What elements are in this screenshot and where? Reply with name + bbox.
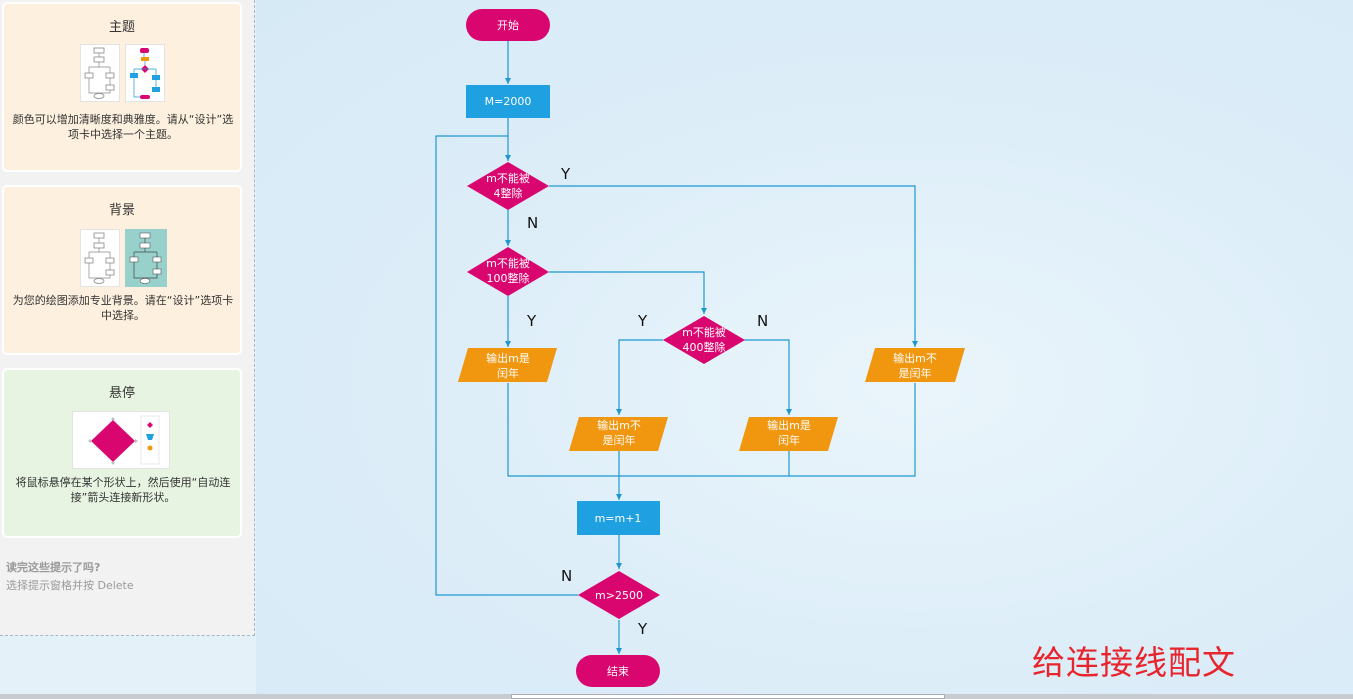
output-leap-1[interactable] xyxy=(458,348,557,382)
output-leap-2[interactable] xyxy=(739,417,838,451)
tips-pane[interactable]: 主题 颜色可以增加清晰度和 xyxy=(0,0,255,636)
out-not-2-line2: 是闰年 xyxy=(899,366,932,380)
tip-text: 将鼠标悬停在某个形状上，然后使用“自动连接”箭头连接新形状。 xyxy=(15,476,231,504)
d2-label-line2: 100整除 xyxy=(487,271,530,285)
out-not-2-line1: 输出m不 xyxy=(893,351,937,365)
start-terminator[interactable] xyxy=(466,9,550,41)
out-leap-1-line1: 输出m是 xyxy=(486,351,530,365)
tip-title: 悬停 xyxy=(108,386,135,401)
d3-label-line2: 400整除 xyxy=(683,340,726,354)
out-leap-1-line2: 闰年 xyxy=(497,366,519,380)
connector-d2-no[interactable] xyxy=(549,271,707,314)
tip-title: 主题 xyxy=(108,20,135,35)
tip-text: 颜色可以增加清晰度和典雅度。请从“设计”选项卡中选择一个主题。 xyxy=(12,113,234,141)
hover-thumbnail xyxy=(72,411,170,469)
out-not-1-line2: 是闰年 xyxy=(603,433,636,447)
connector-d3-yes[interactable] xyxy=(616,339,663,415)
theme-thumbnail-colored xyxy=(125,44,165,102)
output-not-leap-1[interactable] xyxy=(569,417,668,451)
out-leap-2-line1: 输出m是 xyxy=(767,418,811,432)
tip-card-background: 背景 为您的绘图添加专业背景。请在“设计”选 xyxy=(2,185,242,355)
label-d2-yes: Y xyxy=(526,312,537,330)
tip-card-theme: 主题 颜色可以增加清晰度和 xyxy=(2,2,242,172)
output-not-leap-2[interactable] xyxy=(865,348,965,382)
theme-thumbnail-plain xyxy=(80,44,120,102)
background-thumbnail-teal xyxy=(125,229,167,287)
decision-div4[interactable] xyxy=(467,162,549,210)
drawing-canvas[interactable] xyxy=(256,0,1353,699)
inc-label: m=m+1 xyxy=(595,512,642,525)
d1-label-line1: m不能被 xyxy=(486,171,530,185)
start-label: 开始 xyxy=(497,18,519,32)
d3-label-line1: m不能被 xyxy=(682,325,726,339)
read-tips-text: 选择提示窗格并按 Delete xyxy=(6,579,134,592)
init-process[interactable] xyxy=(466,85,550,118)
background-thumbnail-plain xyxy=(80,229,120,287)
label-d1-yes: Y xyxy=(560,165,571,183)
tip-title: 背景 xyxy=(108,203,135,218)
connector-merge[interactable] xyxy=(507,383,916,500)
d4-label: m>2500 xyxy=(595,589,643,602)
connector-loop-back[interactable] xyxy=(435,135,578,596)
out-leap-2-line2: 闰年 xyxy=(778,433,800,447)
decision-div400[interactable] xyxy=(663,316,745,364)
label-d4-no: N xyxy=(561,567,572,585)
connector-d1-yes[interactable] xyxy=(549,185,918,347)
end-terminator[interactable] xyxy=(576,655,660,687)
caption-text: 给连接线配文 xyxy=(1032,643,1236,682)
d1-label-line2: 4整除 xyxy=(494,186,523,200)
init-label: M=2000 xyxy=(485,95,532,108)
read-tips-title: 读完这些提示了吗? xyxy=(6,561,101,574)
label-d3-yes: Y xyxy=(637,312,648,330)
tip-card-hover: 悬停 将鼠标悬停在某个形状上，然后使用“自动连接”箭头连接新形状。 xyxy=(2,368,242,538)
increment-process[interactable] xyxy=(577,501,660,535)
label-d4-yes: Y xyxy=(637,620,648,638)
label-d1-no: N xyxy=(527,214,538,232)
scrollbar-thumb[interactable] xyxy=(511,694,945,699)
d2-label-line1: m不能被 xyxy=(486,256,530,270)
end-label: 结束 xyxy=(607,665,629,678)
tip-text: 为您的绘图添加专业背景。请在“设计”选项卡中选择。 xyxy=(12,294,234,322)
decision-div100[interactable] xyxy=(467,247,549,296)
decision-gt2500[interactable] xyxy=(578,571,660,619)
connectors xyxy=(435,41,918,654)
out-not-1-line1: 输出m不 xyxy=(597,418,641,432)
label-d3-no: N xyxy=(757,312,768,330)
connector-d3-no[interactable] xyxy=(744,339,792,415)
